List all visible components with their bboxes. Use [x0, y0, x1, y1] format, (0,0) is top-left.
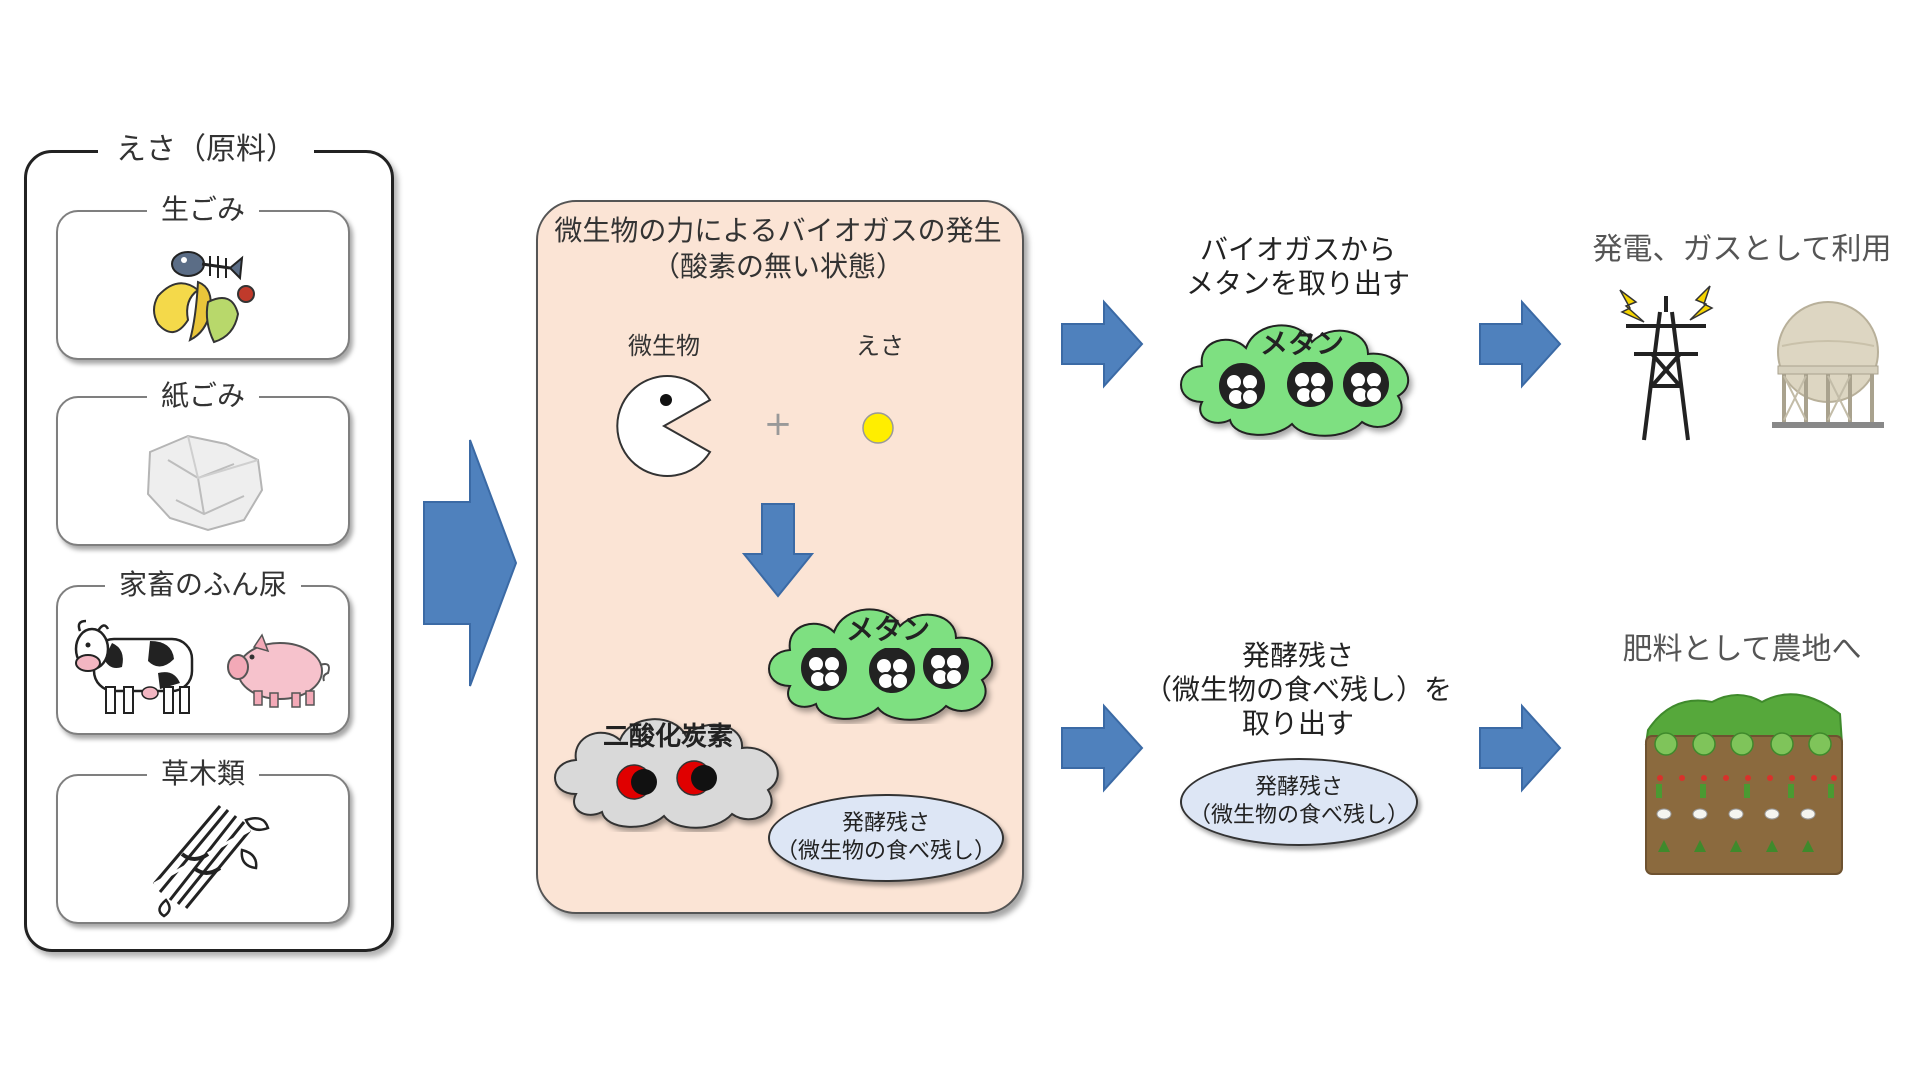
- feed-dot-icon: [862, 412, 894, 444]
- process-residue-ellipse: 発酵残さ （微生物の食べ残し）: [768, 794, 1004, 882]
- lower-residue-line1: 発酵残さ: [1254, 775, 1343, 800]
- lower-caption-line1: 発酵残さ: [1241, 639, 1355, 672]
- food-waste-card: 生ごみ: [56, 192, 350, 360]
- food-waste-label: 生ごみ: [146, 192, 260, 228]
- feed-label: えさ: [856, 332, 904, 360]
- lower-residue-ellipse: 発酵残さ （微生物の食べ残し）: [1180, 758, 1418, 846]
- food-waste-icon: [153, 251, 255, 344]
- livestock-manure-card: 家畜のふん尿: [56, 567, 350, 735]
- lower-caption-line2: （微生物の食べ残し）を: [1143, 673, 1453, 706]
- paper-waste-label: 紙ごみ: [146, 378, 260, 414]
- paper-waste-card: 紙ごみ: [56, 378, 350, 546]
- gas-tank-icon: [1772, 301, 1884, 428]
- process-methane-label: メタン: [845, 613, 931, 646]
- methane-molecules-icon: [801, 648, 969, 693]
- lower-usage-label: 肥料として農地へ: [1622, 632, 1862, 667]
- process-residue-line2: （微生物の食べ残し）: [775, 839, 996, 864]
- upper-caption-line2: メタンを取り出す: [1185, 267, 1411, 300]
- feed-panel-title: えさ（原料）: [98, 132, 314, 168]
- upper-arrow-2-icon: [1479, 299, 1562, 389]
- upper-usage-label: 発電、ガスとして利用: [1592, 232, 1892, 267]
- lower-residue-line2: （微生物の食べ残し）: [1188, 803, 1409, 828]
- microbe-label: 微生物: [628, 332, 700, 360]
- livestock-manure-label: 家畜のふん尿: [104, 567, 302, 603]
- crumpled-paper-icon: [146, 434, 264, 532]
- upper-methane-label: メタン: [1259, 327, 1345, 360]
- grass-and-trees-card: 草木類: [56, 756, 350, 924]
- farmland-icon: [1644, 693, 1844, 875]
- co2-label: 二酸化炭素: [602, 722, 734, 752]
- down-arrow-icon: [741, 503, 815, 598]
- process-title: 微生物の力によるバイオガスの発生: [554, 214, 1002, 247]
- branch-bundle-icon: [152, 805, 270, 918]
- process-residue-line1: 発酵残さ: [841, 811, 930, 836]
- cow-and-pig-icon: [74, 619, 330, 714]
- microbe-icon: [616, 375, 712, 477]
- lower-arrow-2-icon: [1479, 703, 1562, 793]
- pig-icon: [227, 633, 330, 708]
- power-tower-icon: [1619, 285, 1714, 441]
- cow-icon: [74, 619, 194, 714]
- upper-caption-line1: バイオガスから: [1199, 233, 1397, 266]
- big-right-arrow-icon: [423, 439, 518, 687]
- lower-arrow-1-icon: [1061, 703, 1144, 793]
- process-subtitle: （酸素の無い状態）: [651, 250, 905, 283]
- plus-sign: +: [763, 404, 793, 444]
- grass-and-trees-label: 草木類: [146, 756, 260, 792]
- lower-caption-line3: 取り出す: [1241, 707, 1355, 740]
- co2-molecules-icon: [616, 760, 717, 800]
- upper-arrow-1-icon: [1061, 299, 1144, 389]
- co2-cloud-icon: [554, 718, 779, 829]
- upper-methane-molecules-icon: [1219, 362, 1389, 409]
